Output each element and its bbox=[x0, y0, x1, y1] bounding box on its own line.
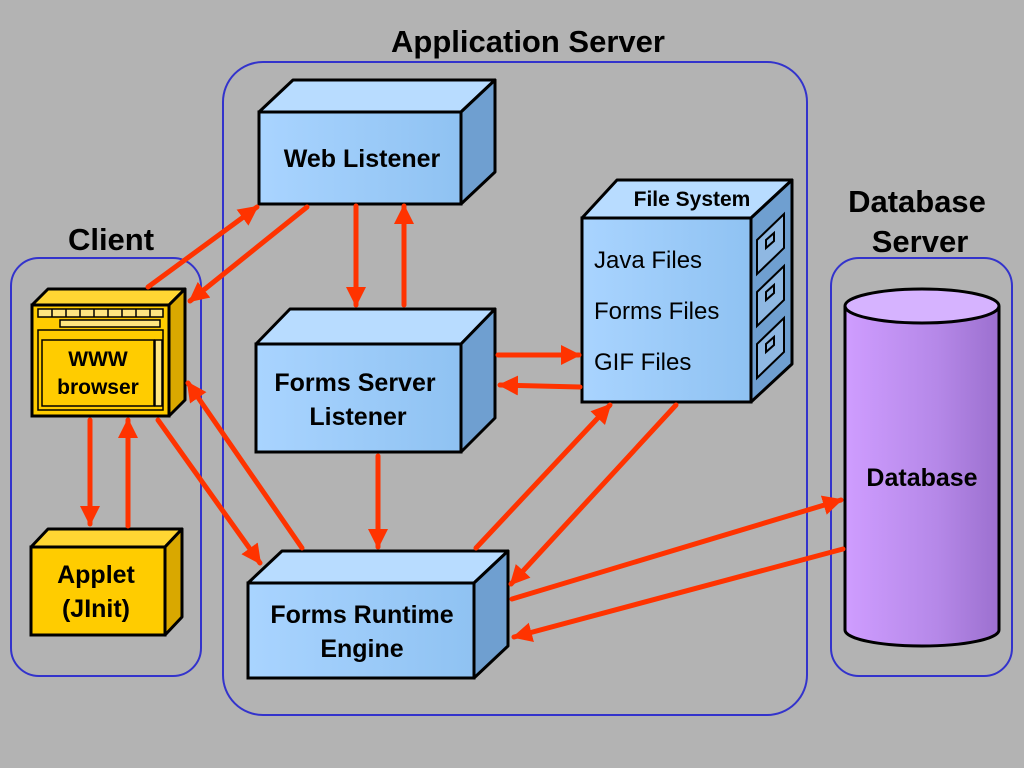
file-item-java: Java Files bbox=[594, 247, 702, 274]
file-item-gif: GIF Files bbox=[594, 349, 691, 376]
forms-server-listener-label-line1: Forms Server bbox=[274, 369, 435, 397]
arrow-browser-to-web-listener bbox=[145, 204, 260, 290]
file-item-forms: Forms Files bbox=[594, 298, 719, 325]
web-listener-box: Web Listener bbox=[257, 78, 497, 206]
arrow-file-system-to-runtime bbox=[508, 402, 679, 587]
applet-label-line1: Applet bbox=[57, 561, 135, 589]
application-server-region bbox=[222, 61, 808, 716]
www-browser-label-line2: browser bbox=[57, 376, 139, 399]
database-label: Database bbox=[866, 464, 977, 492]
database-server-title-line2: Server bbox=[872, 224, 969, 259]
application-server-title: Application Server bbox=[391, 24, 665, 59]
arrow-database-to-runtime bbox=[511, 546, 846, 643]
file-system-title: File System bbox=[634, 188, 751, 211]
browser-toolbar-icon bbox=[37, 308, 164, 411]
database-cylinder: Database bbox=[843, 287, 1001, 648]
arrows bbox=[80, 203, 846, 643]
database-server-title-line1: Database bbox=[848, 184, 986, 219]
client-region bbox=[10, 257, 202, 677]
database-server-region bbox=[830, 257, 1013, 677]
forms-server-listener-label-line2: Listener bbox=[309, 403, 407, 431]
arrow-web-listener-to-browser bbox=[187, 204, 310, 304]
arrow-file-system-to-fsl bbox=[497, 375, 583, 396]
forms-runtime-engine-box: Forms Runtime Engine bbox=[246, 549, 510, 680]
forms-server-listener-box: Forms Server Listener bbox=[254, 307, 497, 454]
arrow-runtime-to-browser bbox=[185, 380, 305, 551]
client-title: Client bbox=[68, 222, 154, 257]
www-browser-box: WWW browser bbox=[30, 287, 187, 418]
applet-label-line2: (JInit) bbox=[62, 595, 130, 623]
arrow-runtime-to-file-system bbox=[473, 402, 613, 551]
arrow-browser-to-runtime bbox=[155, 417, 263, 566]
drawer-icon bbox=[756, 211, 785, 381]
applet-box: Applet (JInit) bbox=[29, 527, 184, 637]
forms-runtime-engine-label-line2: Engine bbox=[320, 635, 403, 663]
www-browser-label-line1: WWW bbox=[68, 348, 128, 371]
forms-runtime-engine-label-line1: Forms Runtime bbox=[270, 601, 453, 629]
file-system-cabinet: File System Java Files Forms Files GIF F… bbox=[580, 178, 794, 404]
arrow-runtime-to-database bbox=[509, 495, 844, 602]
web-listener-label: Web Listener bbox=[284, 145, 441, 173]
